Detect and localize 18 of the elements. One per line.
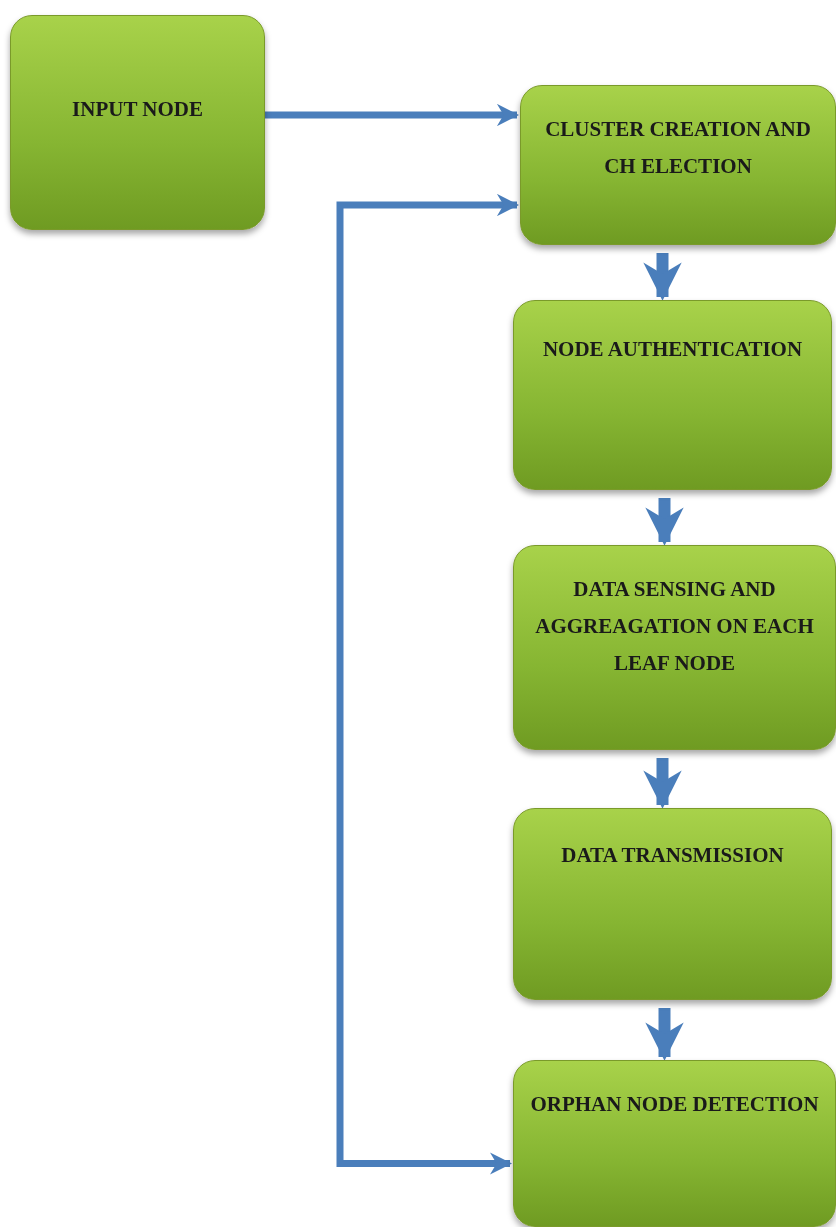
arrow	[643, 253, 682, 301]
box-label: CLUSTER CREATION AND CH ELECTION	[544, 116, 812, 180]
arrow	[265, 103, 520, 127]
process-box	[513, 1060, 836, 1227]
process-box	[513, 300, 832, 490]
box-label: NODE AUTHENTICATION	[541, 336, 804, 363]
box-label: DATA TRANSMISSION	[560, 842, 785, 869]
arrow	[645, 498, 684, 546]
process-box	[520, 85, 836, 245]
process-box	[513, 545, 836, 750]
process-box	[513, 808, 832, 1000]
process-box	[10, 15, 265, 230]
box-label: DATA SENSING AND AGGREAGATION ON EACH LEAF NODE	[534, 576, 815, 677]
arrow	[645, 1008, 684, 1061]
box-label: INPUT NODE	[71, 96, 204, 123]
box-label: ORPHAN NODE DETECTION	[529, 1091, 820, 1118]
arrow	[643, 758, 682, 809]
arrow	[336, 193, 520, 1175]
